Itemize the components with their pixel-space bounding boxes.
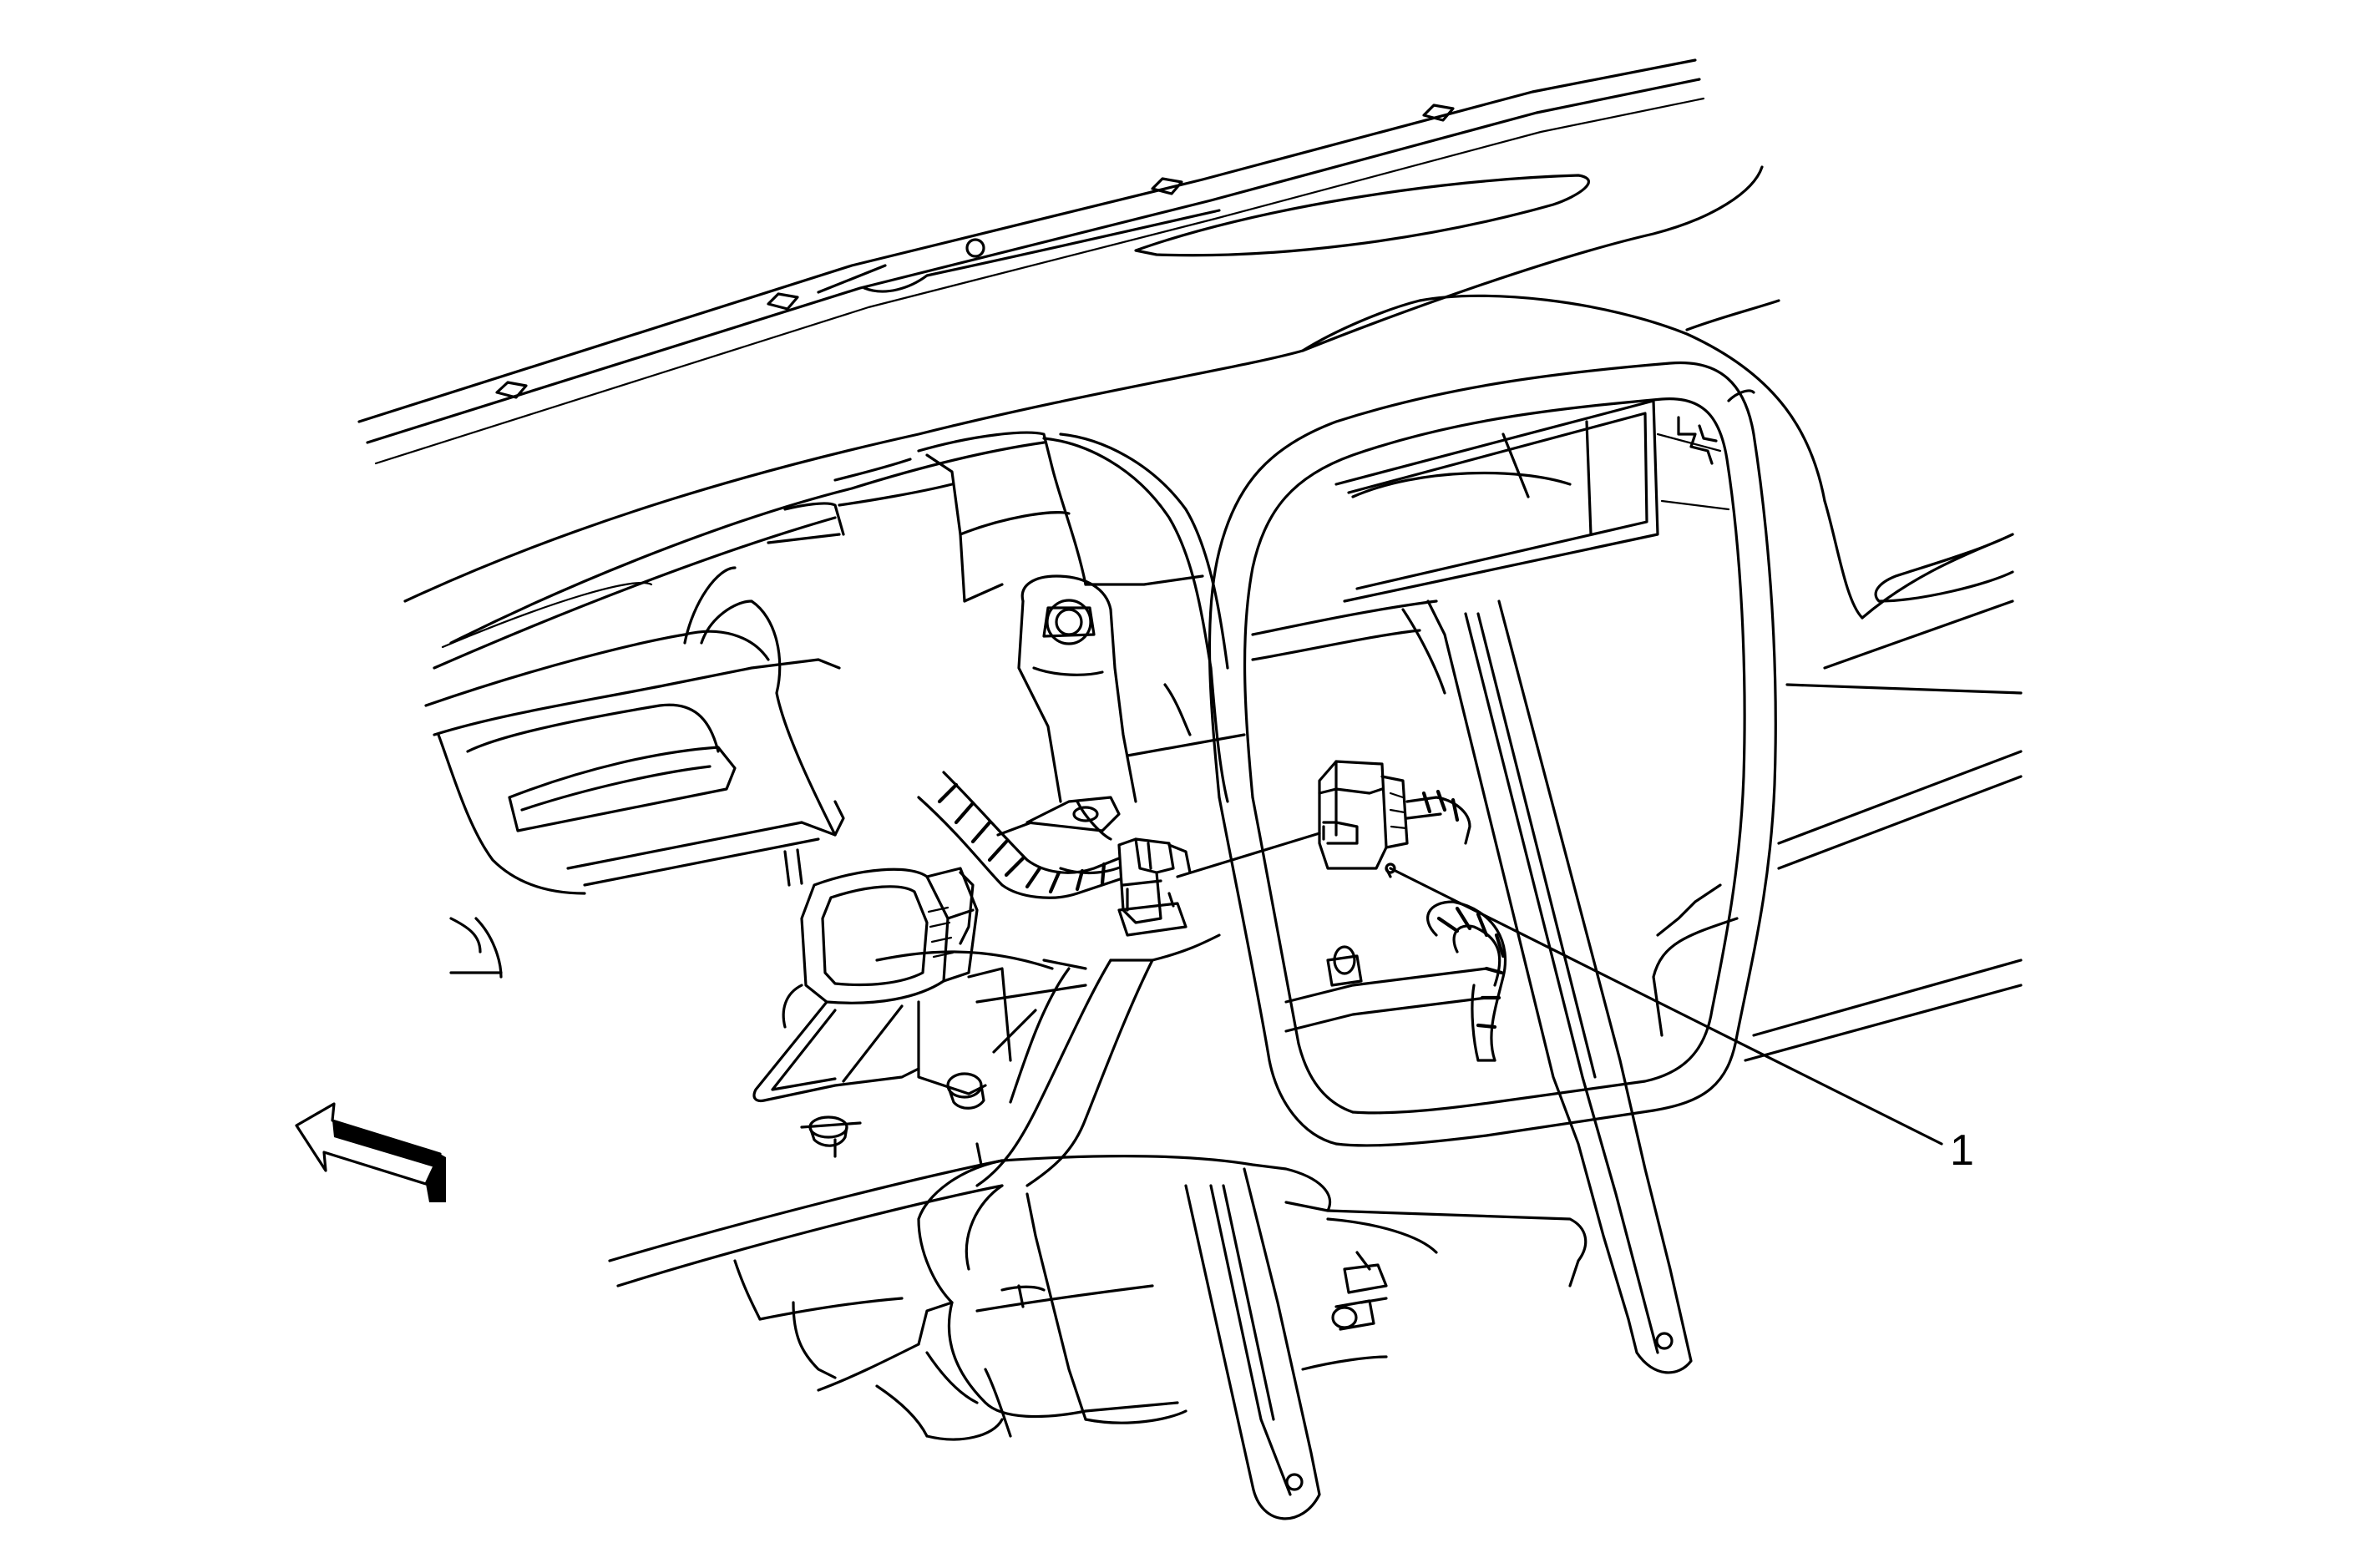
- connector-left: [1117, 837, 1192, 937]
- windshield-edge: [357, 58, 1705, 465]
- small-fasteners: [800, 945, 1388, 1331]
- wire-harness-left: [917, 771, 1137, 899]
- support-brace-center: [1184, 1167, 1321, 1520]
- lower-dash: [608, 1154, 1588, 1441]
- wire-harness-right: [1405, 789, 1471, 845]
- radio-cavity: [1334, 399, 1730, 603]
- connector-right: [1318, 760, 1409, 878]
- left-dash: [424, 441, 1046, 979]
- callout-1-leader-line: [1389, 867, 1943, 1146]
- dash-top-surface: [403, 165, 2014, 620]
- column-support-lower: [875, 933, 1221, 1187]
- coiled-harness: [1426, 900, 1507, 1062]
- center-stack-frame: [1208, 361, 1777, 1147]
- callout-1-connection-line: [1176, 832, 1321, 878]
- callout-1-label: 1: [1950, 1126, 1974, 1175]
- callout-1: 1: [1176, 832, 1974, 1175]
- front-direction-arrow-icon: [295, 1102, 446, 1202]
- floor-air-duct: [752, 867, 1087, 1103]
- mounting-bracket: [1017, 574, 1246, 803]
- column-opening: [767, 431, 1229, 803]
- cross-beam: [1251, 599, 2023, 1062]
- support-brace-right: [1426, 599, 1693, 1374]
